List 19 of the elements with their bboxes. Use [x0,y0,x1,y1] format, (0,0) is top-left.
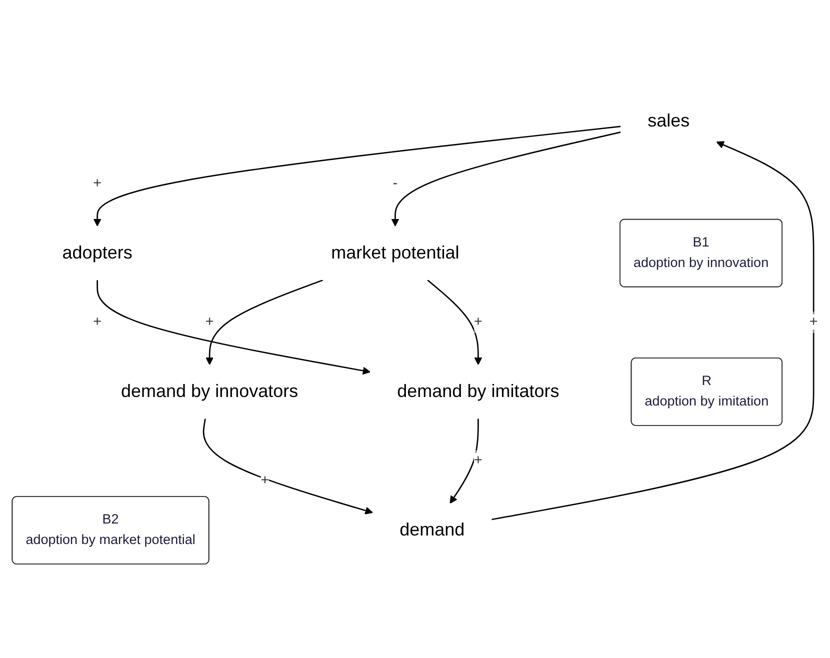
arrow [96,280,370,374]
edge-label: + [474,452,482,468]
node-text: sales [648,111,690,131]
node-text: market potential [331,243,460,263]
arrow [450,418,479,504]
edge-label: + [260,472,270,488]
causal-loop-diagram: + - + + + + + + sales adopters market potential B1 adoption by innovation demand by innovators demand by imitators R adoption by imitation B2 adoption by market potential demand [5,86,825,572]
arrow [492,140,814,520]
node-text: adopters [62,243,132,263]
edge-label: - [392,176,398,191]
edge-label: + [205,314,214,330]
node-text: demand by innovators [120,382,298,402]
edge-label: + [474,314,482,330]
node-text: demand by imitators [397,382,560,402]
node-text: demand [400,520,465,540]
arrow [202,418,373,514]
edge-label: + [809,314,818,330]
edge-label: + [93,176,102,191]
edge-label: + [93,314,102,330]
